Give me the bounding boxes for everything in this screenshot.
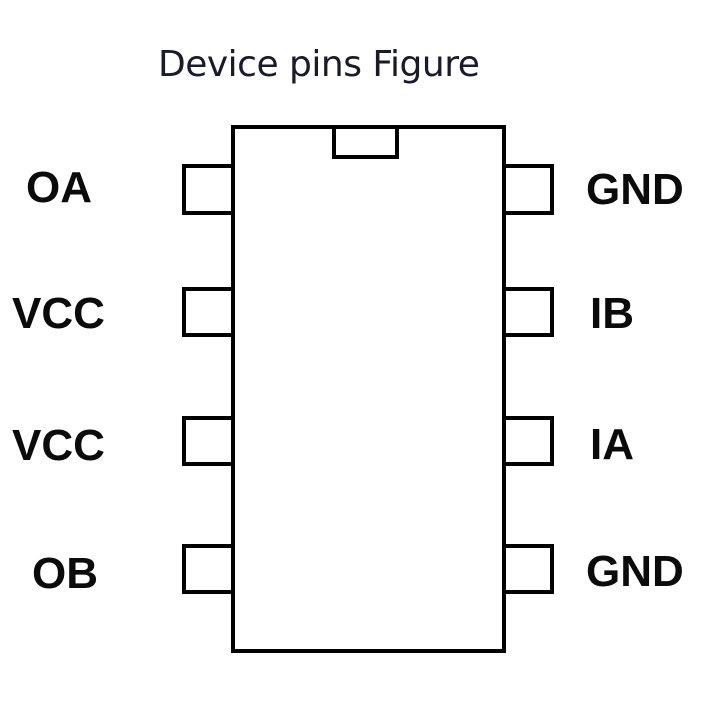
pin-4-label: OB	[32, 549, 98, 598]
pin-5-pad	[502, 544, 554, 594]
orientation-notch	[332, 125, 399, 159]
pin-8-pad	[502, 164, 554, 215]
pin-5-label: GND	[586, 547, 684, 596]
pin-6-pad	[502, 416, 554, 466]
pin-2-pad	[182, 287, 235, 337]
pin-3-pad	[182, 416, 235, 466]
pin-4-pad	[182, 544, 235, 594]
pin-1-label: OA	[26, 163, 92, 212]
pin-6-label: IA	[590, 420, 634, 469]
figure-title: Device pins Figure	[158, 44, 480, 85]
pin-7-pad	[502, 287, 554, 337]
ic-body	[231, 125, 506, 653]
pin-2-label: VCC	[12, 289, 105, 338]
pin-8-label: GND	[586, 165, 684, 214]
pin-7-label: IB	[590, 289, 634, 338]
pin-3-label: VCC	[12, 421, 105, 470]
pin-1-pad	[182, 164, 235, 215]
